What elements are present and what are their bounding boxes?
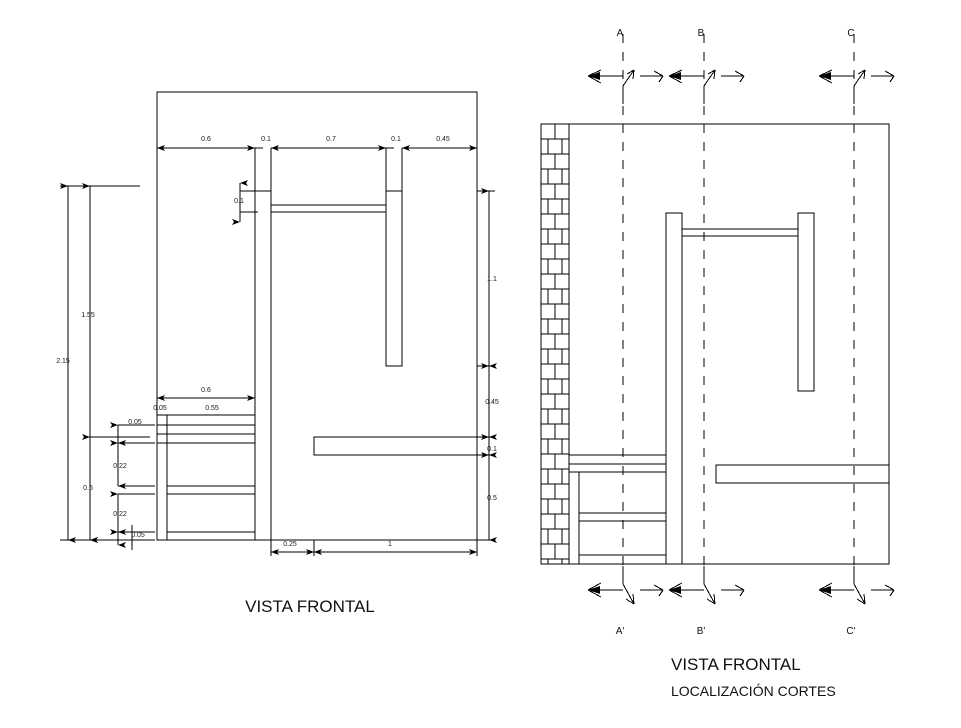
dim-top-1: 0.6	[201, 136, 211, 143]
dim-top-5: 0.45	[436, 136, 450, 143]
dim-top-2: 0.1	[261, 136, 271, 143]
right-cabinet-shelf-top	[568, 454, 667, 465]
left-view-title: VISTA FRONTAL	[245, 597, 375, 616]
left-cabinet-shelf-top2	[156, 433, 256, 444]
left-vertical-dimension-chain: 2.15 1.55 0.6 0.05	[56, 183, 155, 550]
dim-left-0-05-a: 0.05	[128, 419, 142, 426]
right-vertical-partition	[665, 212, 683, 565]
section-marker-C-top: C	[818, 28, 895, 104]
left-right-hanging-panel	[385, 190, 403, 367]
dim-cabinet-0-6: 0.6	[201, 387, 211, 394]
dim-left-2-15: 2.15	[56, 358, 70, 365]
left-lower-shelf	[313, 436, 478, 456]
left-cabinet-drawer-1	[166, 442, 256, 487]
left-cabinet-side-panel	[156, 442, 168, 541]
left-inner-0-1-dimension: 0.1	[232, 180, 258, 225]
left-vertical-partition	[254, 190, 272, 541]
dim-bottom-0-25: 0.25	[283, 541, 297, 548]
left-top-dimension-chain: 0.6 0.1 0.7 0.1 0.45	[156, 92, 478, 191]
dim-top-3: 0.7	[326, 136, 336, 143]
dim-right-1-1: 1.1	[487, 276, 497, 283]
left-hanging-rod	[270, 204, 390, 213]
left-cabinet-width-dimensions: 0.6 0.05 0.55	[153, 387, 256, 443]
dim-cabinet-0-05: 0.05	[153, 405, 167, 412]
brick-hatch-pattern	[541, 124, 569, 564]
right-hanging-rod	[681, 228, 801, 237]
right-view-title: VISTA FRONTAL	[671, 655, 801, 674]
dim-left-0-05-b: 0.05	[131, 532, 145, 539]
section-label-C-prime: C'	[846, 626, 855, 637]
section-label-C: C	[847, 28, 854, 39]
left-right-dimension-chain: 1.1 0.45 0.1 0.5	[477, 188, 499, 543]
right-elevation-view: A B C	[540, 28, 895, 699]
dim-cabinet-0-55: 0.55	[205, 405, 219, 412]
section-marker-C-bottom: C'	[818, 566, 895, 637]
right-cabinet-shelf-top2	[568, 463, 667, 473]
dim-left-1-55: 1.55	[81, 312, 95, 319]
right-cabinet-divider-1	[578, 512, 667, 522]
section-label-B-prime: B'	[697, 626, 706, 637]
section-marker-B-top: B	[668, 28, 745, 104]
left-cabinet-shelf-top	[156, 424, 256, 435]
section-marker-A-top: A	[587, 28, 664, 104]
dim-right-0-1: 0.1	[487, 446, 497, 453]
left-bottom-dimension-chain: 0.25 1	[270, 540, 478, 556]
dim-right-0-5: 0.5	[487, 495, 497, 502]
dim-left-0-22-a: 0.22	[113, 463, 127, 470]
dim-left-0-22-b: 0.22	[113, 511, 127, 518]
dim-left-0-6: 0.6	[83, 485, 93, 492]
section-label-A: A	[617, 28, 624, 39]
section-label-B: B	[698, 28, 705, 39]
dim-bottom-1: 1	[388, 541, 392, 548]
left-cabinet-divider-2	[166, 531, 256, 541]
section-marker-B-bottom: B'	[668, 566, 745, 637]
left-elevation-view: 0.6 0.1 0.7 0.1 0.45 2.15 1.55 0.6	[56, 91, 499, 616]
section-label-A-prime: A'	[616, 626, 625, 637]
right-lower-shelf	[715, 464, 890, 484]
right-cabinet-side-panel	[568, 471, 580, 565]
dim-right-0-45: 0.45	[485, 399, 499, 406]
right-hanging-panel	[797, 212, 815, 392]
left-cabinet-drawer-2	[166, 493, 256, 533]
dim-top-4: 0.1	[391, 136, 401, 143]
dim-inner-0-1: 0.1	[234, 198, 244, 205]
right-view-subtitle: LOCALIZACIÓN CORTES	[671, 683, 836, 699]
left-cabinet-divider-1	[166, 485, 256, 495]
section-marker-A-bottom: A'	[587, 566, 664, 637]
